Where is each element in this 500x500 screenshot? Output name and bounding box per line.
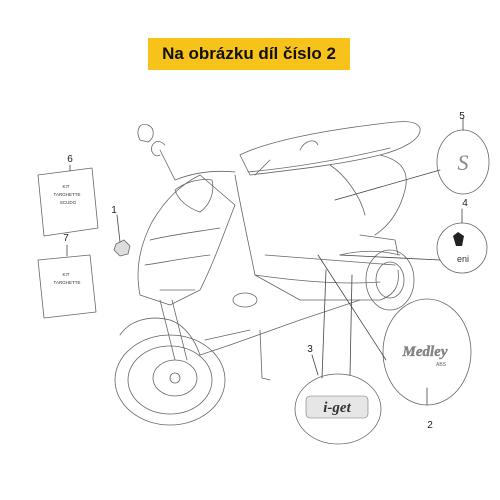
decal-7 bbox=[37, 254, 97, 319]
decal-6-line-2: TARGHETTE bbox=[54, 192, 81, 197]
decal-4-logo: eni bbox=[453, 232, 469, 264]
callout-1: 1 bbox=[111, 205, 117, 216]
decal-6-line-3: SCUDO bbox=[60, 200, 77, 205]
decal-7-text: KIT TARGHETTE bbox=[54, 272, 81, 285]
callout-3: 3 bbox=[307, 344, 313, 355]
decal-7-line-2: TARGHETTE bbox=[54, 280, 81, 285]
scooter-drawing bbox=[114, 121, 421, 426]
decal-2-sub: ABS bbox=[436, 362, 447, 368]
decal-3-text: i-get bbox=[323, 400, 351, 416]
decal-2-logo: Medley bbox=[402, 344, 448, 360]
part-title-banner: Na obrázku díl číslo 2 bbox=[148, 38, 350, 70]
part-1 bbox=[113, 239, 131, 257]
decal-7-line-1: KIT bbox=[62, 272, 69, 277]
callout-6: 6 bbox=[67, 154, 73, 165]
decal-4-text: eni bbox=[457, 254, 469, 264]
callout-4: 4 bbox=[462, 198, 468, 209]
decal-6 bbox=[37, 167, 99, 237]
decal-6-line-1: KIT bbox=[62, 184, 69, 189]
decal-6-text: KIT TARGHETTE SCUDO bbox=[54, 184, 81, 205]
decal-3-logo: i-get bbox=[305, 395, 369, 419]
decal-4 bbox=[436, 222, 488, 274]
leader-lines bbox=[66, 117, 464, 406]
decal-5-logo: S bbox=[458, 150, 469, 175]
callout-2: 2 bbox=[427, 420, 433, 431]
callout-5: 5 bbox=[459, 111, 465, 122]
banner-text: Na obrázku díl číslo 2 bbox=[162, 44, 336, 63]
callout-7: 7 bbox=[63, 233, 69, 244]
